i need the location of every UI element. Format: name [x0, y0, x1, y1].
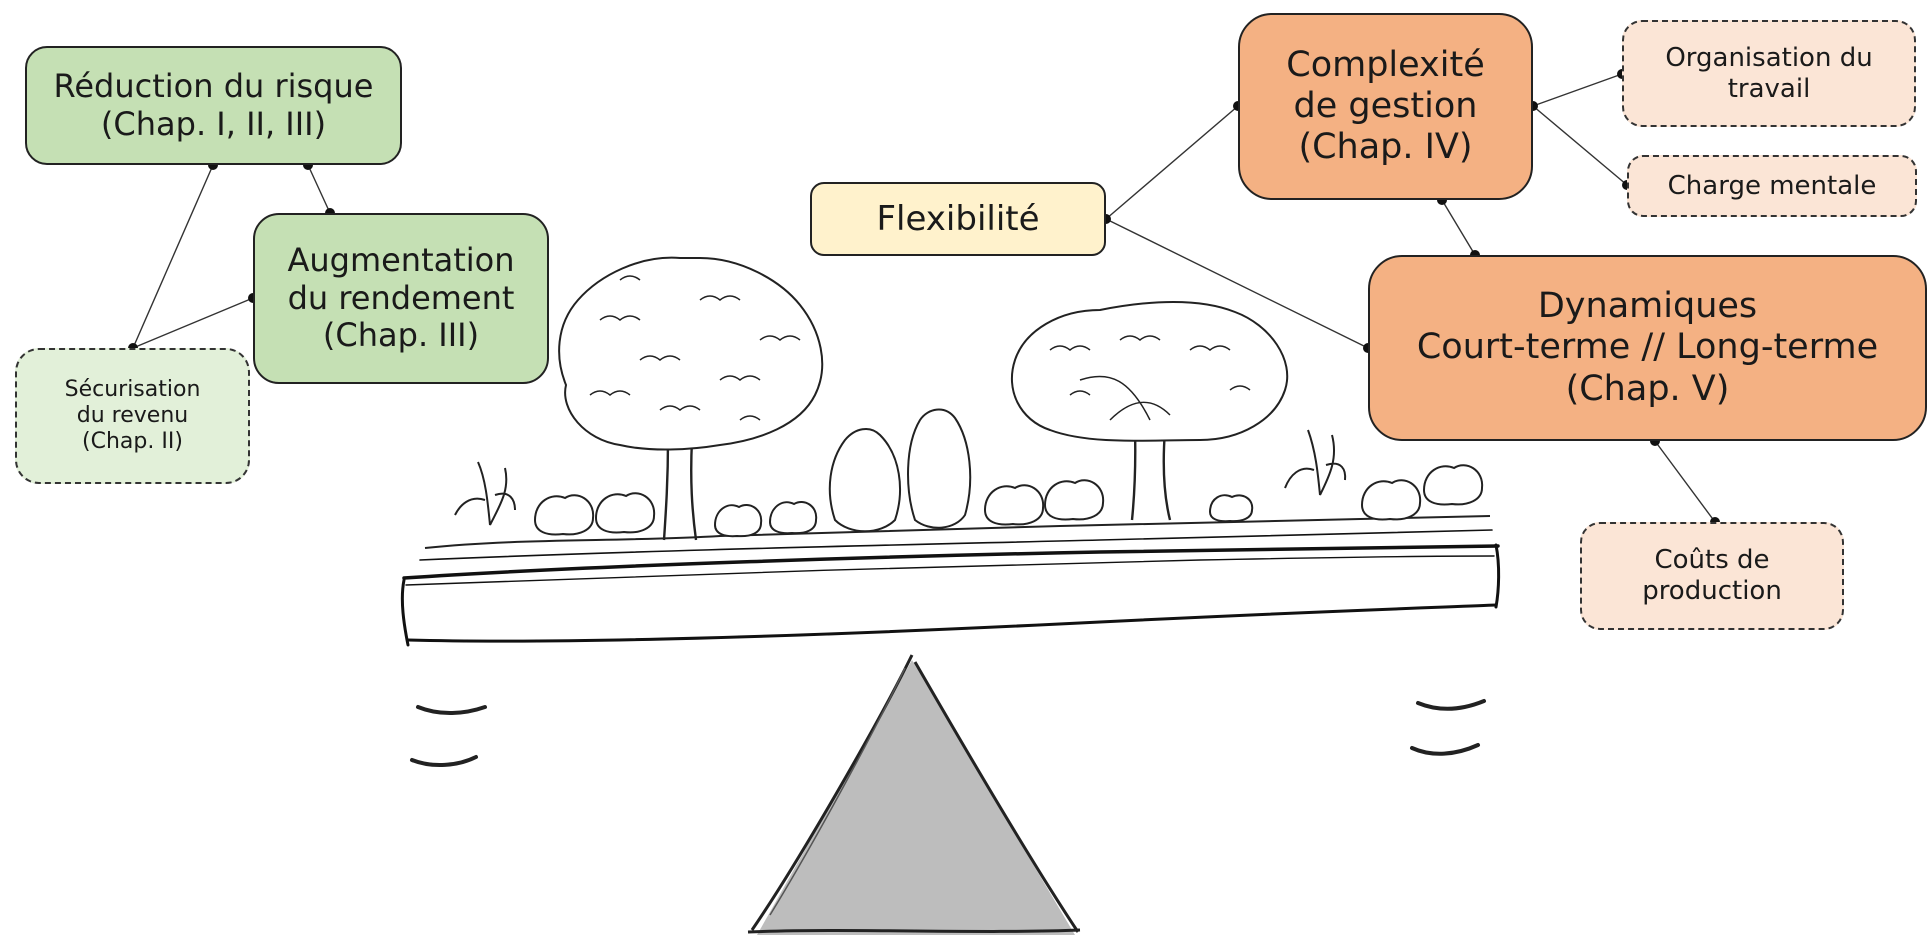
node-couts-line2: production [1642, 576, 1782, 606]
node-complexite-line3: (Chap. IV) [1298, 127, 1473, 168]
node-augmentation-line3: (Chap. III) [322, 316, 480, 355]
node-dynamiques: Dynamiques Court-terme // Long-terme (Ch… [1368, 255, 1927, 441]
connector-lines [132, 73, 1716, 523]
motion-mark-icon [410, 699, 1486, 768]
node-augmentation-line2: du rendement [287, 278, 515, 317]
connector-flexibilite-complexite [1105, 105, 1239, 220]
node-dynamiques-line2: Court-terme // Long-terme [1416, 327, 1879, 368]
node-organisation-line2: travail [1727, 73, 1811, 104]
connector-flexibilite-dynamiques [1105, 218, 1369, 349]
connector-complexite-charge [1532, 105, 1628, 186]
ground-line [424, 515, 1491, 549]
node-augmentation-line1: Augmentation [287, 240, 515, 279]
node-organisation-line1: Organisation du [1665, 42, 1873, 73]
node-dynamiques-line1: Dynamiques [1537, 286, 1758, 327]
connector-dynamiques-couts [1654, 440, 1716, 523]
node-securisation-line2: du revenu [76, 403, 189, 429]
node-flexibilite: Flexibilité [810, 182, 1106, 256]
node-reduction-line2: (Chap. I, II, III) [100, 104, 327, 143]
node-reduction-du-risque: Réduction du risque (Chap. I, II, III) [25, 46, 402, 165]
node-securisation-line3: (Chap. II) [82, 428, 183, 454]
connector-complexite-organisation [1532, 73, 1623, 107]
node-charge-line1: Charge mentale [1667, 170, 1877, 201]
seesaw-beam-icon [400, 529, 1501, 647]
tree-icon [1010, 301, 1289, 521]
node-couts-de-production: Coûts de production [1580, 522, 1844, 630]
node-charge-mentale: Charge mentale [1627, 155, 1917, 217]
connector-augmentation-securisation [132, 297, 254, 349]
node-complexite-line1: Complexité [1286, 44, 1485, 85]
connector-reduction-securisation [132, 164, 214, 349]
node-dynamiques-line3: (Chap. V) [1565, 368, 1730, 409]
node-augmentation-du-rendement: Augmentation du rendement (Chap. III) [253, 213, 549, 384]
node-securisation-du-revenu: Sécurisation du revenu (Chap. II) [15, 348, 250, 484]
triangle-fulcrum-icon [747, 654, 1081, 935]
node-complexite-de-gestion: Complexité de gestion (Chap. IV) [1238, 13, 1533, 200]
node-flexibilite-line1: Flexibilité [876, 198, 1040, 239]
node-complexite-line2: de gestion [1293, 85, 1478, 126]
connector-reduction-augmentation [307, 164, 331, 214]
node-reduction-line1: Réduction du risque [53, 66, 374, 105]
node-couts-line1: Coûts de [1654, 545, 1770, 576]
connector-complexite-dynamiques [1441, 199, 1476, 256]
node-organisation-du-travail: Organisation du travail [1622, 20, 1916, 127]
shrub-icon [533, 408, 1484, 538]
node-securisation-line1: Sécurisation [64, 377, 201, 403]
crop-plant-icon [454, 429, 1347, 526]
tree-icon [558, 256, 824, 541]
